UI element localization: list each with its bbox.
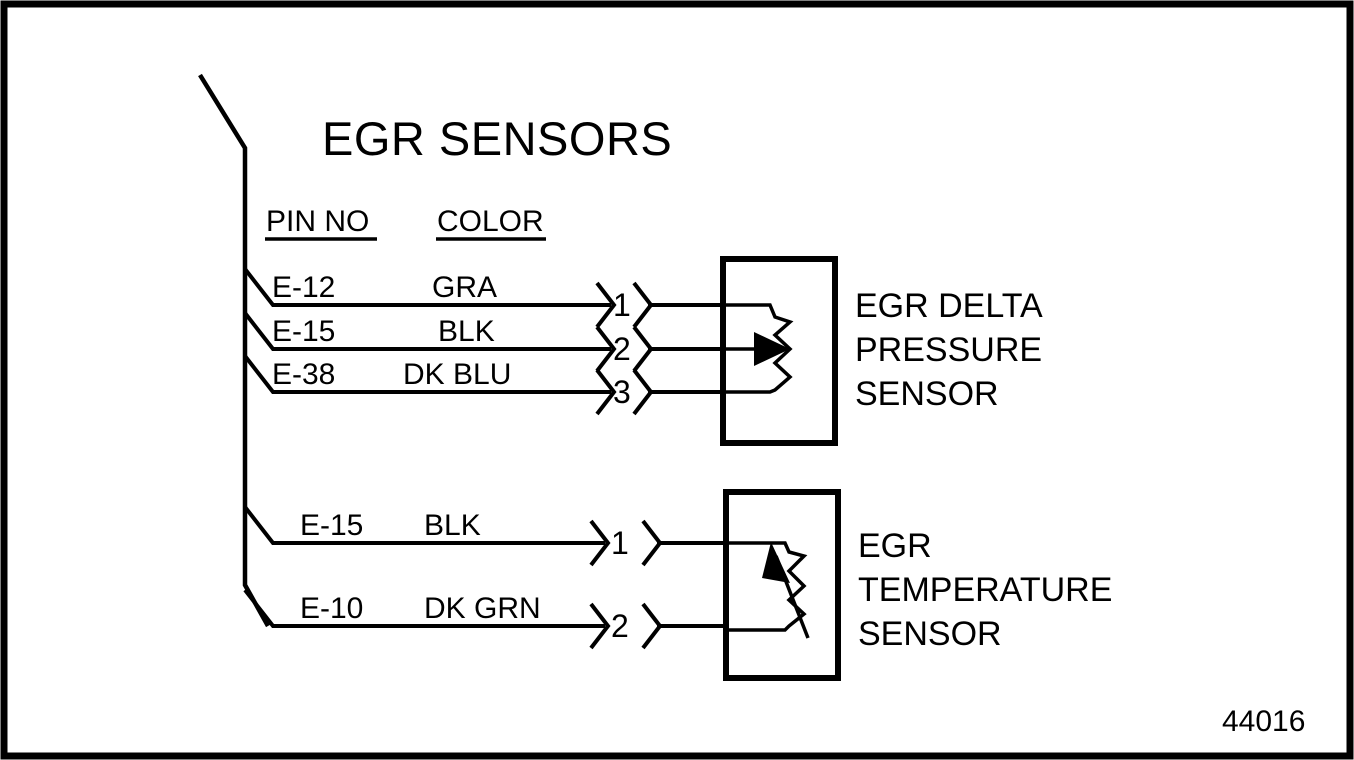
egr-temperature-sensor-box [723, 489, 841, 681]
connector-chevron-left-t1 [589, 519, 611, 567]
egr-delta-pressure-sensor-label-line-3: SENSOR [855, 375, 999, 413]
connector-pin-number-t2: 2 [611, 608, 629, 644]
wire-color-blk-lower: BLK [424, 509, 481, 542]
connector-pin-number-1: 1 [613, 287, 631, 323]
egr-delta-pressure-sensor-label-line-2: PRESSURE [855, 331, 1042, 369]
egr-temperature-sensor-label-line-1: EGR [858, 527, 932, 565]
egr-temperature-sensor-label-line-3: SENSOR [858, 615, 1002, 653]
wire-color-gra: GRA [432, 271, 497, 304]
pin-no-e-10: E-10 [300, 592, 363, 625]
connector-chevron-left-p2 [595, 325, 617, 373]
wire-color-dk-blu: DK BLU [403, 358, 511, 391]
wire-e-12-gra [243, 267, 611, 307]
page-title: EGR SENSORS [322, 112, 672, 165]
pin-no-e-15-upper: E-15 [272, 315, 335, 348]
wire-color-blk-upper: BLK [438, 315, 495, 348]
harness-trunk [198, 73, 270, 628]
connector-pin-number-t1: 1 [611, 525, 629, 561]
connector-chevron-left-t2 [589, 602, 611, 650]
pin-no-e-15-lower: E-15 [300, 509, 363, 542]
color-column-header: COLOR [437, 205, 544, 238]
egr-temperature-sensor-label-line-2: TEMPERATURE [858, 571, 1112, 609]
pin-no-e-38: E-38 [272, 358, 335, 391]
connector-pin-number-3: 3 [613, 374, 631, 410]
potentiometer-wiper-arrow [754, 332, 790, 366]
connector-chevron-left-p1 [595, 281, 617, 329]
wire-e-38-dk-blu [243, 354, 611, 394]
wire-e-15-blk-upper [243, 311, 611, 351]
egr-delta-pressure-sensor-label-line-1: EGR DELTA [855, 287, 1043, 325]
wire-e-10-dk-grn [243, 588, 605, 628]
connector-pin-number-2: 2 [613, 331, 631, 367]
pin-no-column-header: PIN NO [266, 205, 369, 238]
thermistor-arrow-head [762, 542, 790, 583]
pin-no-e-12: E-12 [272, 271, 335, 304]
connector-chevron-left-p3 [595, 368, 617, 416]
figure-number: 44016 [1222, 705, 1305, 738]
wire-e-15-blk-lower [243, 505, 605, 545]
thermistor-resistor-symbol [729, 541, 808, 632]
wire-color-dk-grn: DK GRN [424, 592, 541, 625]
